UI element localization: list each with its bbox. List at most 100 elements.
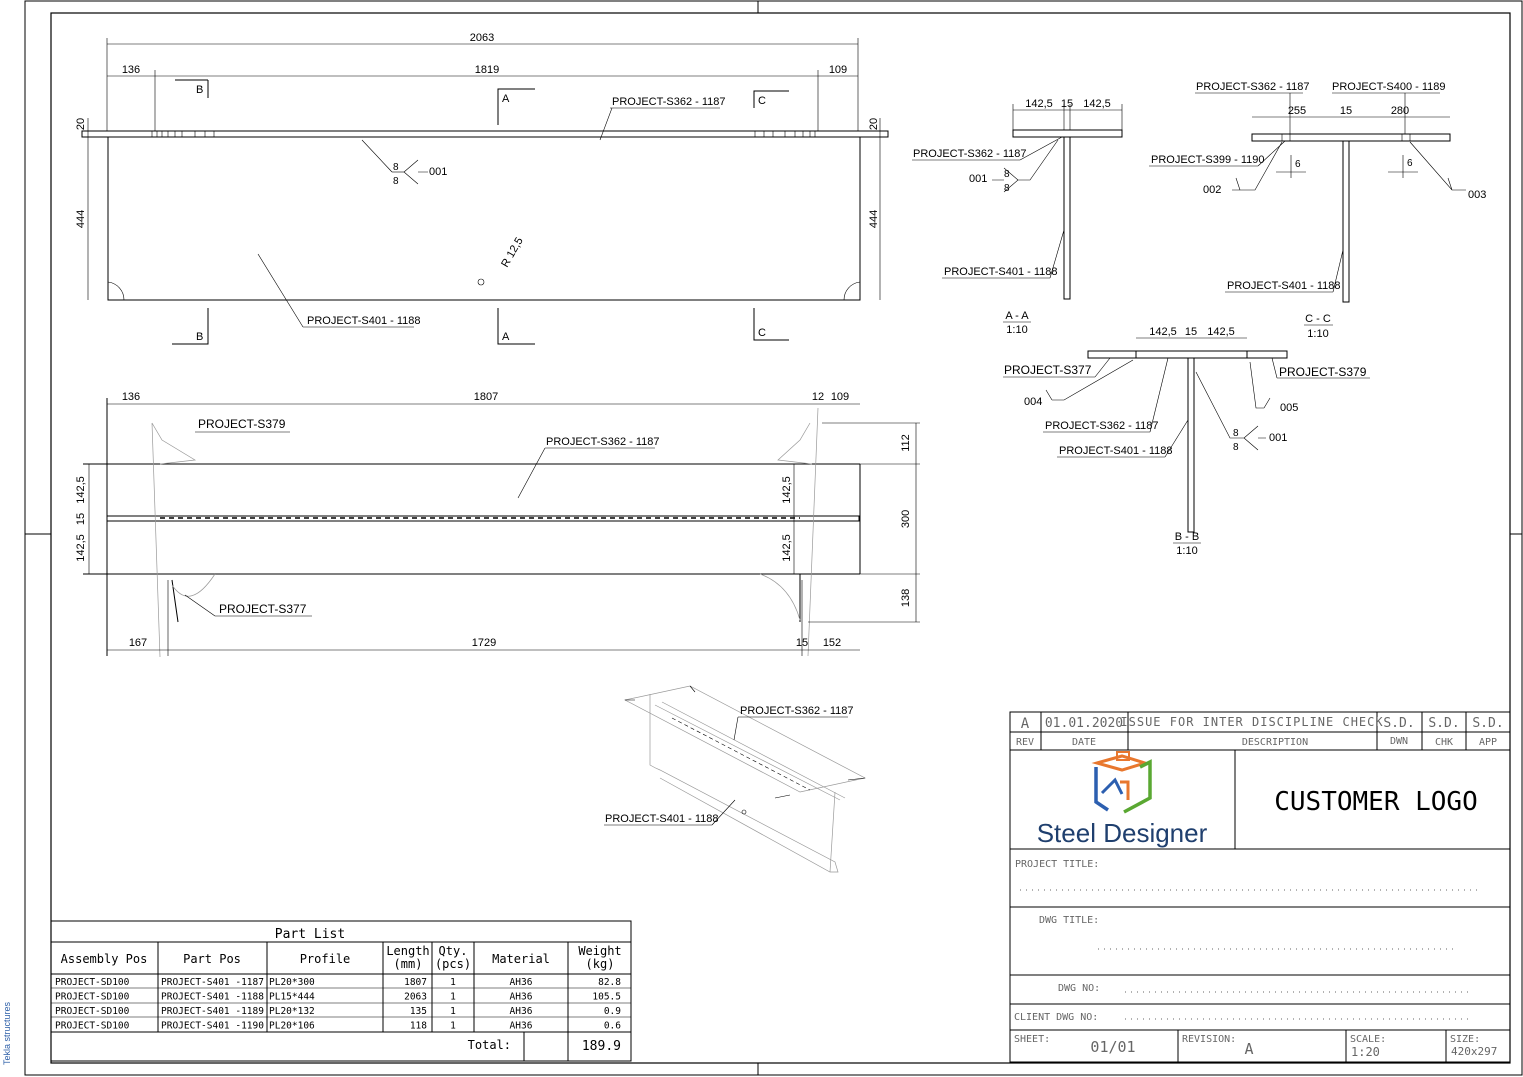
part-list-cell: PROJECT-S401 -1188 — [161, 992, 264, 1003]
part-list-cell: PROJECT-SD100 — [55, 1006, 130, 1017]
cc-weld-2: 6 — [1407, 158, 1413, 169]
cc-ref-1: 002 — [1203, 184, 1221, 196]
plan-dim-r2: 300 — [900, 510, 912, 528]
aa-label-top: PROJECT-S362 - 1187 — [913, 148, 1027, 160]
inner-frame — [50, 12, 1511, 1064]
tb-desc-h: DESCRIPTION — [1242, 737, 1308, 748]
aa-scale: 1:10 — [1006, 324, 1027, 336]
part-list-header: Weight — [578, 944, 621, 958]
plan-dim-gap: 12 — [812, 391, 824, 403]
part-list-cell: 1 — [450, 1021, 456, 1032]
bb-label-web: PROJECT-S401 - 1188 — [1059, 445, 1173, 457]
iso-label-web: PROJECT-S401 - 1188 — [605, 813, 719, 825]
sheet-label: SHEET: — [1014, 1034, 1050, 1045]
project-title-label: PROJECT TITLE: — [1015, 859, 1099, 870]
tb-dwn-h: DWN — [1390, 736, 1408, 747]
tb-app: S.D. — [1472, 716, 1503, 731]
bb-dim-1: 142,5 — [1149, 326, 1177, 338]
plan-dim-r1: 112 — [900, 434, 912, 452]
section-mark-a-top: A — [502, 93, 510, 105]
plan-dim-b-right: 152 — [823, 637, 841, 649]
outer-border — [24, 0, 1523, 1076]
plan-dim-v4: 142,5 — [781, 476, 793, 504]
revision-label: REVISION: — [1182, 1034, 1236, 1045]
part-list-cell: 0.6 — [604, 1021, 621, 1032]
bb-ref-1: 004 — [1024, 396, 1042, 408]
part-list-title: Part List — [275, 927, 345, 942]
part-list-cell: PL20*132 — [269, 1006, 315, 1017]
title-block: A 01.01.2020 ISSUE FOR INTER DISCIPLINE … — [1009, 711, 1511, 1063]
part-list-header: Length — [386, 944, 429, 958]
part-list-header: Material — [492, 952, 550, 966]
bb-ref-2: 005 — [1280, 402, 1298, 414]
tb-date: 01.01.2020 — [1045, 716, 1123, 731]
part-list-cell: 0.9 — [604, 1006, 621, 1017]
dim-h-right: 20 — [868, 118, 880, 130]
section-mark-c-top: C — [758, 95, 766, 107]
bb-dim-2: 15 — [1185, 326, 1197, 338]
part-list-cell: 135 — [410, 1006, 427, 1017]
part-list-cell: AH36 — [510, 977, 533, 988]
part-list-cell: PL20*300 — [269, 977, 315, 988]
plan-dim-right: 109 — [831, 391, 849, 403]
part-list-cell: PROJECT-S401 -1187 — [161, 977, 264, 988]
plan-dim-v1: 142,5 — [75, 476, 87, 504]
tb-app-h: APP — [1479, 737, 1497, 748]
tb-rev-h: REV — [1016, 737, 1034, 748]
dim-right: 109 — [829, 64, 847, 76]
sheet-value: 01/01 — [1090, 1038, 1135, 1056]
part-list-header: Profile — [300, 952, 351, 966]
section-bb: 142,5 15 142,5 PROJECT-S377 PROJECT-S379… — [1003, 326, 1370, 557]
cc-dim-1: 255 — [1288, 105, 1306, 117]
bb-weld-ref: 001 — [1269, 432, 1287, 444]
tb-chk-h: CHK — [1435, 737, 1453, 748]
client-dwg-no-label: CLIENT DWG NO: — [1014, 1012, 1098, 1023]
label-web-plate: PROJECT-S401 - 1188 — [307, 315, 421, 327]
bb-dim-3: 142,5 — [1207, 326, 1235, 338]
bb-scale: 1:10 — [1176, 545, 1197, 557]
customer-logo: CUSTOMER LOGO — [1274, 787, 1478, 817]
part-list-cell: 1 — [450, 977, 456, 988]
part-list-header: Qty. — [439, 944, 468, 958]
cc-label-top-left: PROJECT-S362 - 1187 — [1196, 81, 1310, 93]
weld-bottom-size: 8 — [393, 176, 399, 187]
label-top-plate: PROJECT-S362 - 1187 — [612, 96, 726, 108]
part-list-cell: PROJECT-SD100 — [55, 977, 130, 988]
part-list-cell: 1 — [450, 1006, 456, 1017]
part-list-cell: 2063 — [404, 992, 427, 1003]
bb-weld-bottom: 8 — [1233, 442, 1239, 453]
scale-value: 1:20 — [1351, 1045, 1380, 1059]
dim-overall: 2063 — [470, 32, 494, 44]
cc-scale: 1:10 — [1307, 328, 1328, 340]
dim-mid: 1819 — [475, 64, 499, 76]
part-list-cell: 118 — [410, 1021, 427, 1032]
aa-weld-ref: 001 — [969, 173, 987, 185]
weld-top-size: 8 — [393, 162, 399, 173]
aa-dim-2: 15 — [1061, 98, 1073, 110]
company-name: Steel Designer — [1037, 818, 1208, 848]
bb-label-left: PROJECT-S377 — [1004, 363, 1092, 377]
part-list-cell: 82.8 — [598, 977, 621, 988]
part-list-cell: PROJECT-S401 -1189 — [161, 1006, 264, 1017]
plan-label-s377: PROJECT-S377 — [219, 602, 307, 616]
size-value: 420x297 — [1451, 1045, 1497, 1058]
section-mark-b-top: B — [196, 84, 203, 96]
label-radius: R 12,5 — [499, 235, 526, 269]
dim-h-left: 20 — [75, 118, 87, 130]
aa-weld-top: 8 — [1004, 169, 1010, 180]
part-list-cell: AH36 — [510, 1006, 533, 1017]
bb-label-right: PROJECT-S379 — [1279, 365, 1367, 379]
cc-ref-2: 003 — [1468, 189, 1486, 201]
bb-label-top: PROJECT-S362 - 1187 — [1045, 420, 1159, 432]
part-list-cell: PL20*106 — [269, 1021, 315, 1032]
part-list-header: Part Pos — [183, 952, 241, 966]
plan-dim-v2: 15 — [75, 513, 87, 525]
cc-dim-3: 280 — [1391, 105, 1409, 117]
cc-dim-2: 15 — [1340, 105, 1352, 117]
plan-dim-mid: 1807 — [474, 391, 498, 403]
plan-dim-r3: 138 — [900, 589, 912, 607]
part-list-total-value: 189.9 — [582, 1039, 621, 1054]
steel-designer-logo: Steel Designer — [1037, 751, 1208, 848]
part-list-cell: 1 — [450, 992, 456, 1003]
